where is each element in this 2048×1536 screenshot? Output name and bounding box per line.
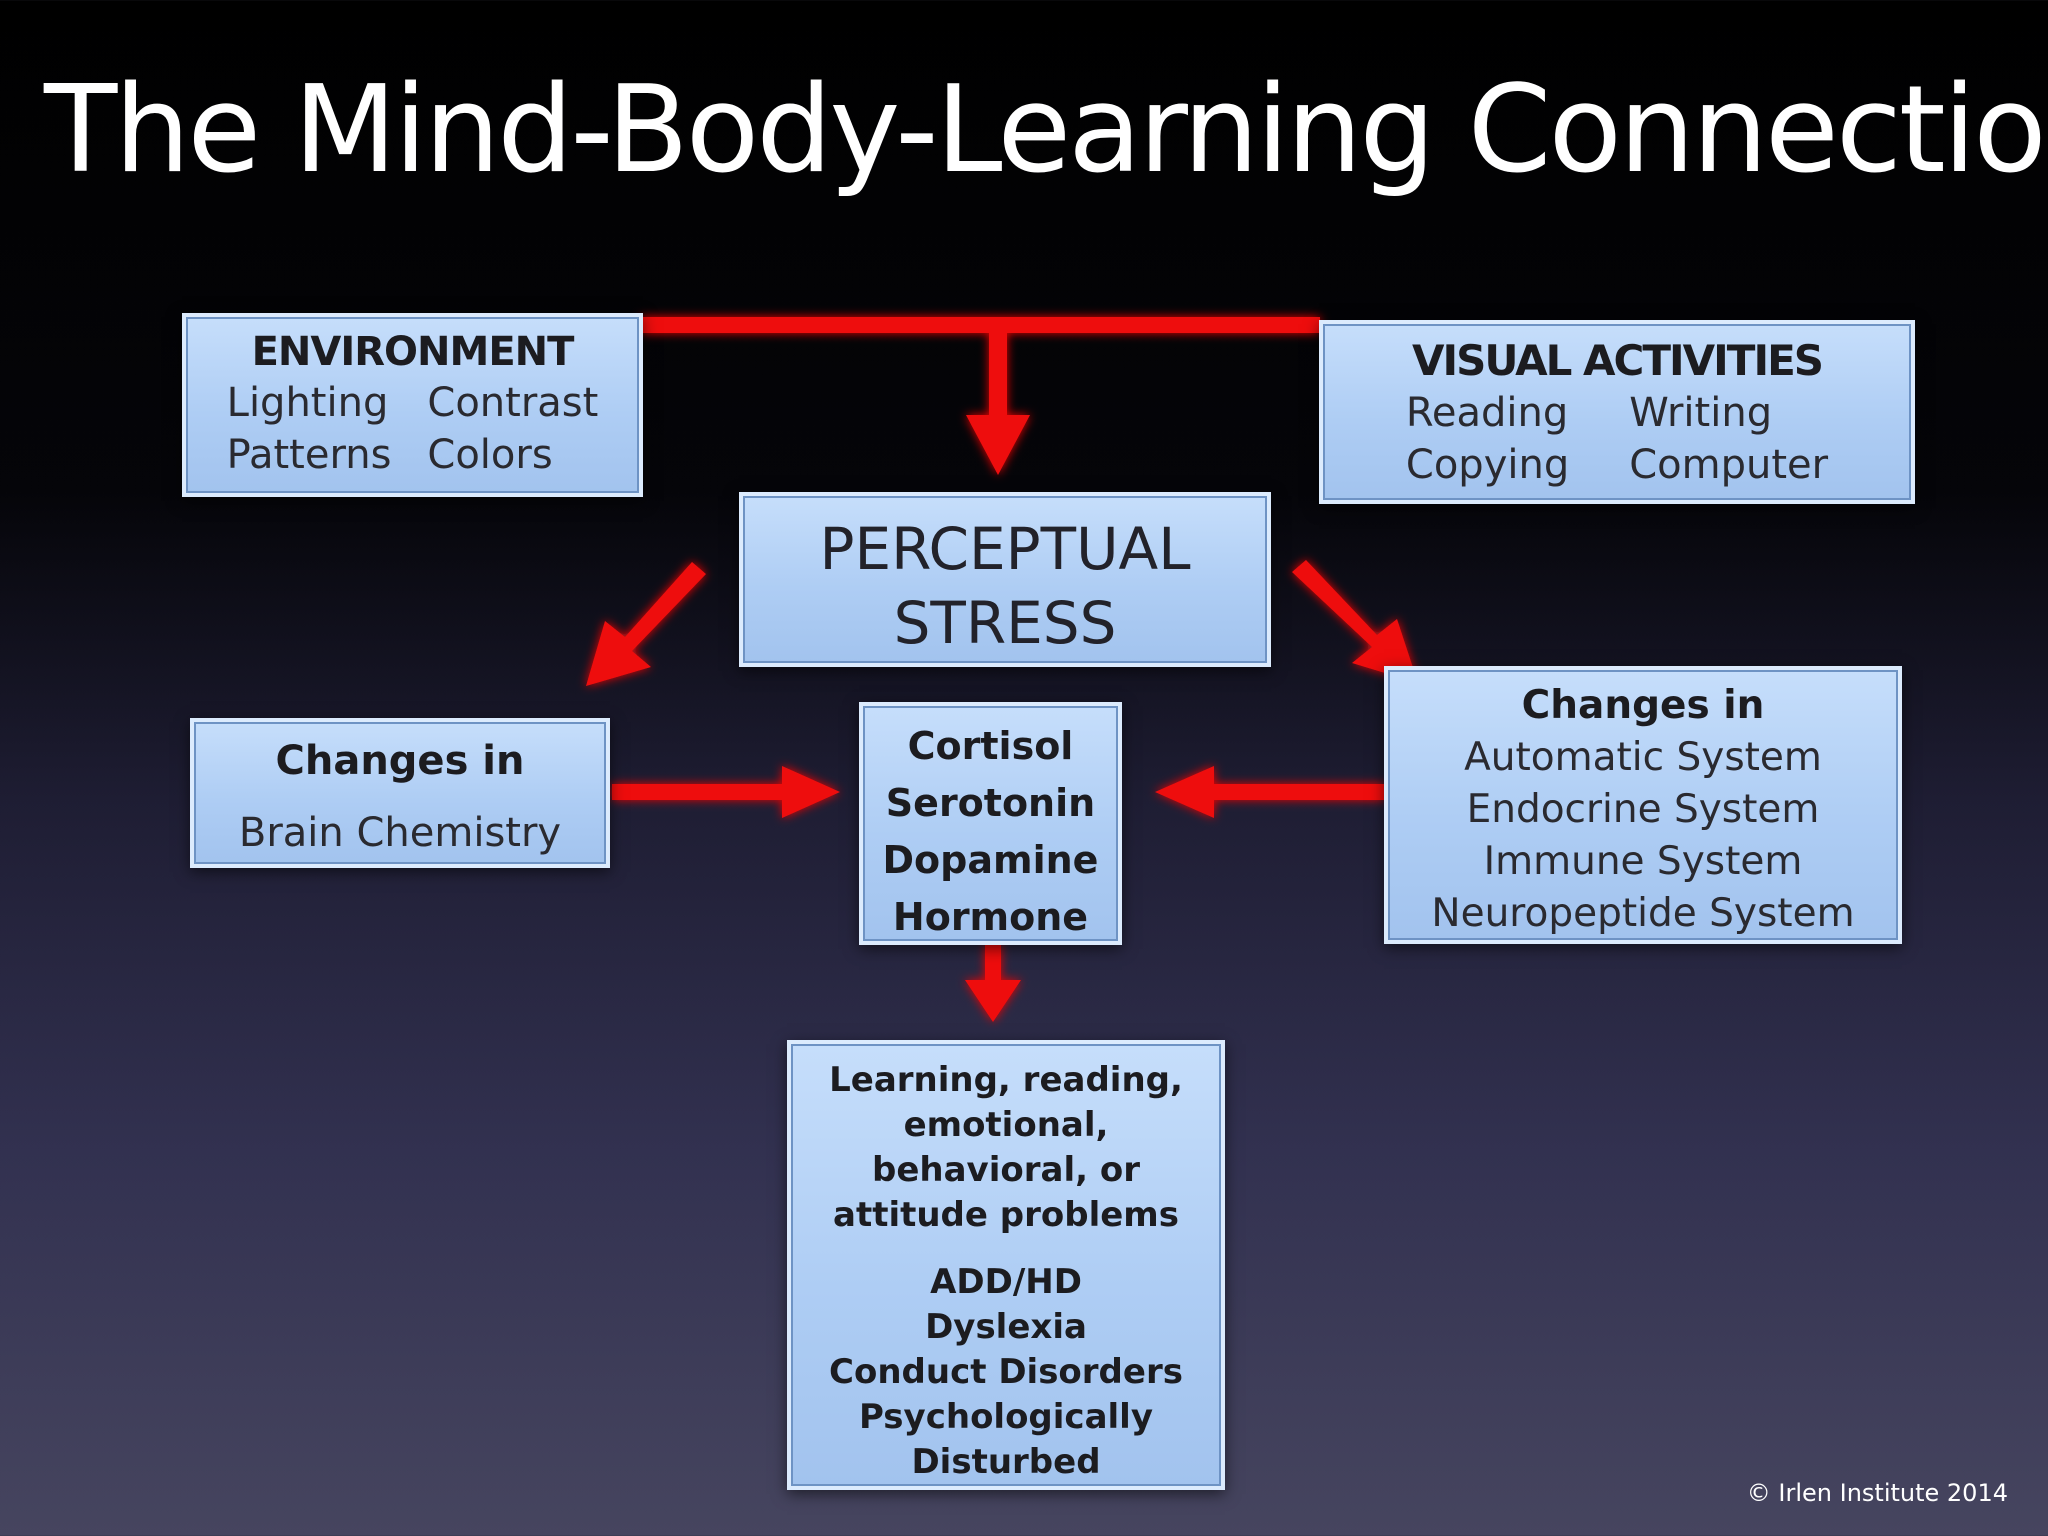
environment-heading: ENVIRONMENT (251, 329, 575, 375)
top-connector-bar (640, 317, 1320, 333)
problems-line-2: emotional, (903, 1105, 1109, 1145)
arrow-stress-to-brain-chemistry (586, 562, 706, 686)
arrow-stress-to-systems (1292, 560, 1418, 683)
problems-line-4: attitude problems (833, 1195, 1179, 1235)
arrow-systems-to-chemicals (1155, 766, 1385, 818)
visual-activities-box: VISUAL ACTIVITIES Reading Writing Copyin… (1319, 320, 1915, 504)
condition-conduct-disorders: Conduct Disorders (829, 1352, 1183, 1392)
condition-addhd: ADD/HD (930, 1262, 1082, 1302)
problems-line-1: Learning, reading, (829, 1060, 1183, 1100)
visual-activities-heading: VISUAL ACTIVITIES (1411, 336, 1824, 385)
environment-item-contrast: Contrast (427, 380, 599, 426)
system-automatic: Automatic System (1464, 735, 1822, 780)
arrow-chemicals-to-problems (965, 944, 1021, 1022)
arrow-down-to-stress (966, 333, 1030, 475)
system-neuropeptide: Neuropeptide System (1431, 891, 1855, 936)
condition-psychologically: Psychologically (858, 1397, 1153, 1437)
condition-disturbed: Disturbed (911, 1442, 1101, 1482)
system-endocrine: Endocrine System (1466, 787, 1820, 832)
systems-box: Changes in Automatic System Endocrine Sy… (1384, 666, 1902, 944)
visual-item-computer: Computer (1629, 442, 1829, 488)
systems-heading: Changes in (1521, 683, 1765, 728)
brain-chemistry-box: Changes in Brain Chemistry (190, 718, 610, 868)
chemical-dopamine: Dopamine (882, 838, 1099, 882)
perceptual-stress-line-2: STRESS (893, 589, 1117, 657)
chemical-hormone: Hormone (892, 895, 1089, 939)
brain-chemistry-body: Brain Chemistry (238, 810, 562, 856)
problems-line-3: behavioral, or (872, 1150, 1140, 1190)
problems-box: Learning, reading, emotional, behavioral… (787, 1040, 1225, 1490)
chemical-serotonin: Serotonin (885, 781, 1096, 825)
problems-spacer (791, 1238, 1221, 1260)
perceptual-stress-box: PERCEPTUAL STRESS (739, 492, 1271, 667)
environment-box: ENVIRONMENT Lighting Contrast Patterns C… (182, 313, 643, 497)
condition-dyslexia: Dyslexia (925, 1307, 1087, 1347)
visual-item-writing: Writing (1629, 390, 1773, 436)
chemical-cortisol: Cortisol (907, 724, 1074, 768)
environment-item-lighting: Lighting (226, 380, 389, 426)
visual-item-reading: Reading (1405, 390, 1569, 436)
chemicals-box: Cortisol Serotonin Dopamine Hormone (859, 702, 1122, 945)
perceptual-stress-line-1: PERCEPTUAL (819, 515, 1191, 583)
brain-chemistry-heading: Changes in (275, 738, 525, 784)
arrow-brain-to-chemicals (612, 766, 840, 818)
environment-item-colors: Colors (427, 432, 553, 478)
system-immune: Immune System (1483, 839, 1803, 884)
environment-item-patterns: Patterns (226, 432, 392, 478)
visual-item-copying: Copying (1405, 442, 1570, 488)
page-title: The Mind-Body-Learning Connection (44, 61, 2048, 200)
copyright-footer: © Irlen Institute 2014 (1746, 1479, 2008, 1507)
